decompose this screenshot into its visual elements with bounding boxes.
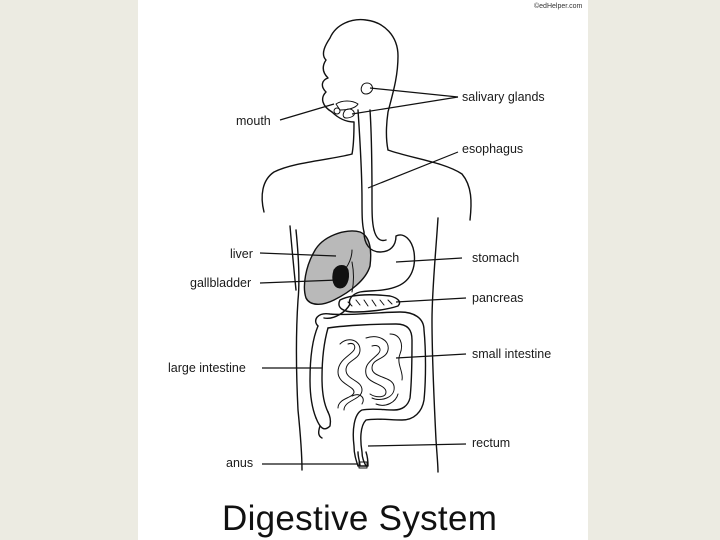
label-large-intestine: large intestine <box>168 361 246 375</box>
large-intestine-inner <box>327 323 413 467</box>
small-intestine-organ <box>337 333 403 411</box>
credit-text: ©edHelper.com <box>534 2 583 10</box>
anus-organ <box>358 461 368 469</box>
salivary-gland-upper <box>360 82 373 95</box>
labels: salivary glands mouth esophagus liver st… <box>168 90 551 470</box>
left-torso-line <box>289 225 297 291</box>
cecum <box>315 411 332 430</box>
small-intestine-coil-2 <box>337 343 356 409</box>
leader-salivary-2 <box>351 96 459 115</box>
leader-gallbladder <box>259 279 339 284</box>
right-torso-line <box>431 217 439 473</box>
appendix <box>317 425 323 439</box>
label-stomach: stomach <box>472 251 519 265</box>
small-intestine-coil-5 <box>389 333 403 381</box>
neck-front <box>331 111 355 155</box>
small-intestine-coil-1 <box>339 339 363 411</box>
leader-liver <box>259 252 337 257</box>
rectum-organ <box>357 451 369 467</box>
label-mouth: mouth <box>236 114 271 128</box>
stomach-organ <box>348 231 416 305</box>
small-intestine-coil-4 <box>365 345 387 398</box>
label-small-intestine: small intestine <box>472 347 551 361</box>
label-gallbladder: gallbladder <box>190 276 251 290</box>
leader-pancreas <box>395 297 467 303</box>
diagram-title: Digestive System <box>222 499 497 538</box>
leader-salivary-1 <box>369 87 459 98</box>
ascending-colon-right <box>321 327 329 413</box>
label-pancreas: pancreas <box>472 291 523 305</box>
ascending-colon-left <box>309 325 319 419</box>
label-rectum: rectum <box>472 436 510 450</box>
right-shoulder <box>387 149 472 221</box>
bile-duct <box>345 249 354 293</box>
leader-stomach <box>395 257 463 263</box>
large-intestine-outer <box>314 311 427 467</box>
label-anus: anus <box>226 456 253 470</box>
esophagus-left-wall <box>357 109 365 233</box>
tongue-shape <box>335 100 359 111</box>
left-shoulder <box>261 153 353 213</box>
label-esophagus: esophagus <box>462 142 523 156</box>
leader-small-intestine <box>395 353 467 359</box>
gallbladder-organ <box>332 265 349 289</box>
label-liver: liver <box>230 247 253 261</box>
small-intestine-coil-3 <box>365 336 395 400</box>
leader-mouth <box>279 103 335 121</box>
small-intestine-coil-6 <box>351 393 399 406</box>
pancreas-texture <box>347 299 393 307</box>
mouth-dot <box>333 107 341 115</box>
head-outline <box>321 18 399 151</box>
left-arm-line <box>295 229 303 471</box>
label-salivary-glands: salivary glands <box>462 90 545 104</box>
leader-esophagus <box>367 151 459 189</box>
esophagus-organ <box>357 109 375 233</box>
esophagus-right-wall <box>369 109 375 231</box>
mouth-region <box>333 82 373 119</box>
stomach-inner-curve <box>373 229 387 242</box>
large-intestine-organ <box>309 311 427 467</box>
pancreas-organ <box>338 294 401 313</box>
salivary-gland-lower <box>342 108 355 119</box>
leader-rectum <box>367 443 467 447</box>
leader-lines <box>259 87 467 465</box>
body-outline <box>261 18 472 473</box>
